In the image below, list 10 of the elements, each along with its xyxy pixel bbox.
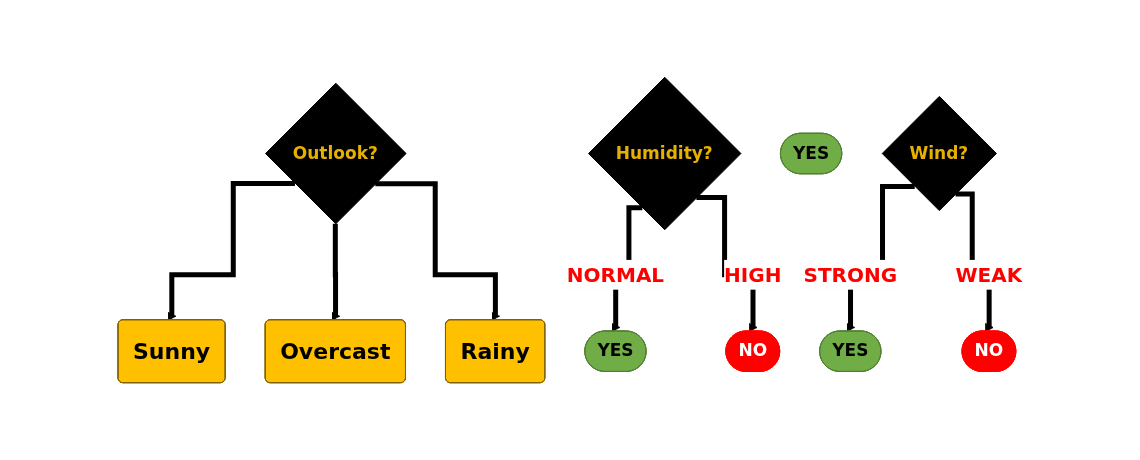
node-diamond: Outlook? (264, 82, 407, 225)
edge-label: HIGH (723, 262, 782, 287)
arrow (331, 221, 341, 321)
node-diamond: Humidity? (587, 76, 742, 231)
node-diamond: Wind? (881, 95, 997, 212)
arrow (167, 180, 295, 321)
edge-label: STRONG (803, 262, 897, 287)
edge-label: NORMAL (566, 262, 664, 287)
edge-label: WEAK (955, 262, 1023, 287)
arrow (375, 181, 500, 321)
